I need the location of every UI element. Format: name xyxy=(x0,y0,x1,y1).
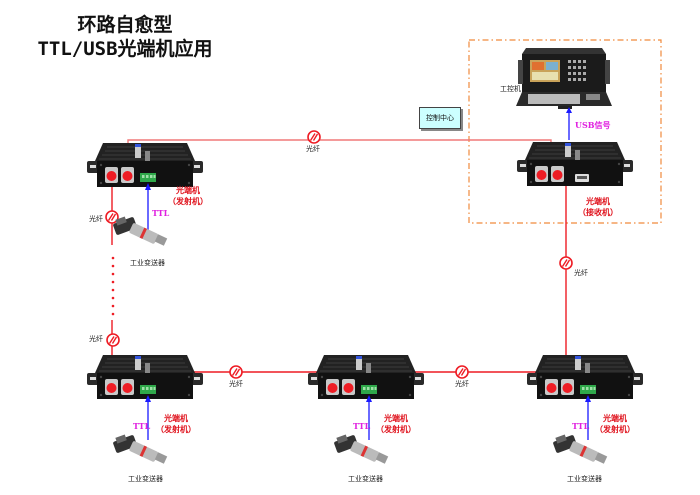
fiber-label: 光纤 xyxy=(306,145,320,153)
receiver-label-line2: （接收机） xyxy=(578,207,618,217)
transmitter-device-bottom-middle xyxy=(307,354,425,400)
transmitter-label-line2: （发射机） xyxy=(156,424,196,434)
control-center-frame xyxy=(468,39,662,224)
receiver-label-line1: 光端机 xyxy=(586,196,610,206)
continuation-dots xyxy=(111,256,115,316)
transmitter-label-bottom-left: 光端机 （发射机） xyxy=(156,413,196,435)
terminal-block-icon xyxy=(140,173,156,182)
fiber-label: 光纤 xyxy=(574,269,588,277)
sensor-label: 工业变送器 xyxy=(348,475,383,483)
diagram-title-line2: TTL/USB光端机应用 xyxy=(37,38,213,60)
ttl-label: TTL xyxy=(353,421,371,431)
transmitter-label-line1: 光端机 xyxy=(384,413,408,423)
sensor-label: 工业变送器 xyxy=(567,475,602,483)
industrial-transmitter-sensor-icon xyxy=(333,434,389,464)
transmitter-label-line1: 光端机 xyxy=(176,185,200,195)
industrial-pc-label: 工控机 xyxy=(500,85,521,93)
ttl-label: TTL xyxy=(152,208,170,218)
usb-port-icon xyxy=(575,174,589,182)
industrial-pc-icon xyxy=(516,48,612,109)
fiber-label: 光纤 xyxy=(455,380,469,388)
industrial-transmitter-sensor-icon xyxy=(112,216,168,246)
usb-signal-label: USB信号 xyxy=(575,120,611,130)
ttl-label: TTL xyxy=(572,421,590,431)
fiber-icon xyxy=(106,333,120,347)
transmitter-device-top-left xyxy=(86,142,204,188)
transmitter-label-top-left: 光端机 （发射机） xyxy=(168,185,208,207)
fiber-icon xyxy=(229,365,243,379)
transmitter-label-line2: （发射机） xyxy=(595,424,635,434)
terminal-block-icon xyxy=(140,385,156,394)
fiber-icon xyxy=(455,365,469,379)
transmitter-label-line1: 光端机 xyxy=(603,413,627,423)
transmitter-label-line2: （发射机） xyxy=(168,196,208,206)
ttl-label: TTL xyxy=(133,421,151,431)
receiver-optic-device xyxy=(516,141,634,187)
industrial-transmitter-sensor-icon xyxy=(552,434,608,464)
transmitter-label-line1: 光端机 xyxy=(164,413,188,423)
fiber-label: 光纤 xyxy=(89,215,103,223)
terminal-block-icon xyxy=(580,385,596,394)
ttl-arrows xyxy=(145,183,591,440)
industrial-transmitter-sensor-icon xyxy=(112,434,168,464)
sensor-label: 工业变送器 xyxy=(130,259,165,267)
transmitter-device-bottom-right xyxy=(526,354,644,400)
control-center-box: 控制中心 xyxy=(419,107,461,129)
fiber-icon xyxy=(559,256,573,270)
sensor-label: 工业变送器 xyxy=(128,475,163,483)
fiber-label: 光纤 xyxy=(229,380,243,388)
receiver-label: 光端机 （接收机） xyxy=(578,196,618,218)
transmitter-label-bottom-middle: 光端机 （发射机） xyxy=(376,413,416,435)
terminal-block-icon xyxy=(361,385,377,394)
fiber-label: 光纤 xyxy=(89,335,103,343)
transmitter-label-bottom-right: 光端机 （发射机） xyxy=(595,413,635,435)
fiber-icon xyxy=(307,130,321,144)
transmitter-device-bottom-left xyxy=(86,354,204,400)
diagram-title-line1: 环路自愈型 xyxy=(77,14,173,36)
transmitter-label-line2: （发射机） xyxy=(376,424,416,434)
